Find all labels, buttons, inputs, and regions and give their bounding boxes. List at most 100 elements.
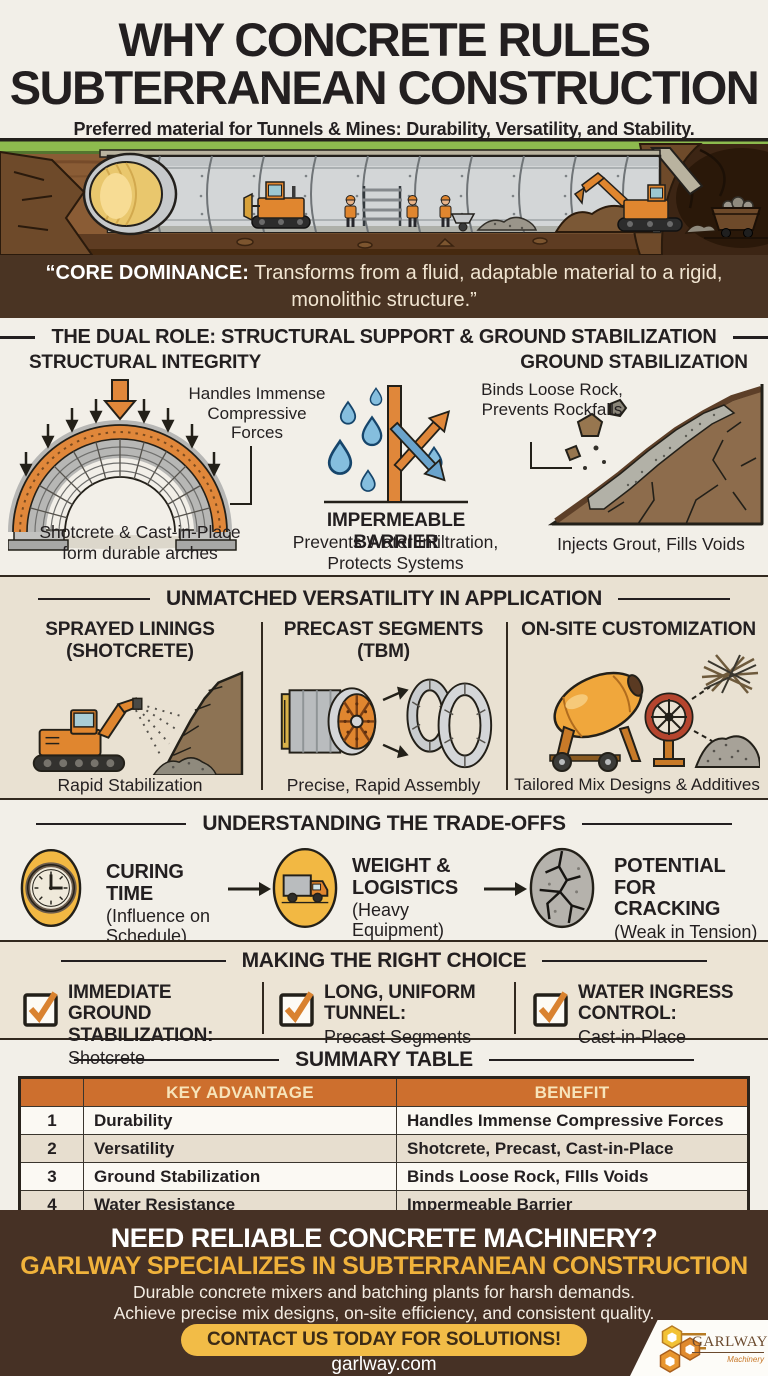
shotcrete-caption: Rapid Stabilization	[57, 775, 203, 795]
summary-table: KEY ADVANTAGE BENEFIT 1 Durability Handl…	[18, 1076, 750, 1221]
versatility-heading-row: UNMATCHED VERSATILITY IN APPLICATION	[0, 577, 768, 611]
choices-heading: MAKING THE RIGHT CHOICE	[241, 949, 527, 972]
footer-body-line1: Durable concrete mixers and batching pla…	[133, 1282, 635, 1302]
barrier-caption: Prevents Water Infiltration, Protects Sy…	[292, 532, 499, 573]
tunnel-cross-section-illustration	[0, 138, 768, 255]
section-summary: SUMMARY TABLE KEY ADVANTAGE BENEFIT 1 Du…	[0, 1040, 768, 1221]
clock-icon	[20, 849, 82, 927]
divider-line	[581, 822, 732, 826]
precast-segments-title: PRECAST SEGMENTS (TBM)	[283, 619, 484, 662]
quote-text: “CORE DOMINANCE: Transforms from a fluid…	[44, 260, 724, 313]
column-divider	[262, 982, 264, 1034]
page-title-line1: WHY CONCRETE RULES	[118, 13, 651, 66]
divider-line	[36, 822, 187, 826]
water-drop-icon	[327, 387, 443, 492]
worker-figure	[344, 195, 357, 227]
binds-rock-callout: Binds Loose Rock, Prevents Rockfalls	[481, 380, 623, 419]
concrete-arch-illustration	[8, 379, 237, 551]
section-tradeoffs: UNDERSTANDING THE TRADE-OFFS CURING TIME…	[0, 800, 768, 946]
logo-wordmark: GARLWAY	[692, 1334, 768, 1353]
precast-caption: Precise, Rapid Assembly	[286, 775, 481, 795]
tradeoffs-heading: UNDERSTANDING THE TRADE-OFFS	[202, 812, 566, 835]
header-index	[19, 1077, 84, 1107]
page-title-line2: SUBTERRANEAN CONSTRUCTION	[9, 60, 760, 114]
contact-cta-button[interactable]: CONTACT US TODAY FOR SOLUTIONS!	[180, 1324, 588, 1356]
website-url[interactable]: garlway.com	[331, 1354, 437, 1375]
worker-figure	[439, 195, 452, 227]
honeycomb-logo-icon	[659, 1325, 706, 1373]
tradeoffs-heading-row: UNDERSTANDING THE TRADE-OFFS	[0, 812, 768, 836]
compressive-forces-callout: Handles Immense Compressive Forces	[188, 384, 326, 443]
versatility-heading: UNMATCHED VERSATILITY IN APPLICATION	[165, 587, 603, 610]
arch-caption: Shotcrete & Cast-in-Place form durable a…	[39, 522, 241, 563]
choice-shotcrete: IMMEDIATE GROUND STABILIZATION: Shotcret…	[68, 982, 214, 1068]
choice-precast: LONG, UNIFORM TUNNEL: Precast Segments	[324, 982, 476, 1047]
tradeoff-cracking: POTENTIAL FOR CRACKING (Weak in Tension)	[614, 855, 758, 942]
checkbox-checked-icon	[23, 991, 58, 1027]
section-choices: MAKING THE RIGHT CHOICE IMMEDIATE GROUND…	[0, 940, 768, 1068]
checkbox-checked-icon	[533, 991, 568, 1027]
footer: NEED RELIABLE CONCRETE MACHINERY? GARLWA…	[0, 1210, 768, 1376]
quote-banner: “CORE DOMINANCE: Transforms from a fluid…	[0, 255, 768, 318]
footer-subheadline: GARLWAY SPECIALIZES IN SUBTERRANEAN CONS…	[20, 1252, 748, 1280]
excavator-illustration	[573, 172, 683, 232]
page-subtitle: Preferred material for Tunnels & Mines: …	[73, 118, 695, 139]
divider-line	[74, 1058, 280, 1062]
customization-caption: Tailored Mix Designs & Additives	[514, 775, 760, 794]
divider-line	[488, 1058, 694, 1062]
onsite-customization-title: ON-SITE CUSTOMIZATION	[521, 619, 756, 640]
bulldozer-illustration	[243, 181, 311, 229]
dual-role-heading: THE DUAL ROLE: STRUCTURAL SUPPORT & GROU…	[51, 326, 717, 348]
quote-lead: “CORE DOMINANCE:	[45, 262, 249, 285]
cracked-concrete-icon	[529, 847, 595, 929]
divider-line	[37, 597, 150, 601]
column-divider	[514, 982, 516, 1034]
table-header-row: KEY ADVANTAGE BENEFIT	[19, 1077, 749, 1107]
tradeoff-curing-time: CURING TIME (Influence on Schedule)	[106, 861, 211, 947]
table-row: 3 Ground Stabilization Binds Loose Rock,…	[19, 1162, 749, 1191]
callout-connector	[230, 446, 252, 505]
grouted-rock-illustration	[547, 384, 764, 526]
grout-caption: Injects Grout, Fills Voids	[557, 534, 745, 554]
header-benefit: BENEFIT	[396, 1077, 749, 1107]
impermeable-barrier-illustration	[324, 385, 468, 504]
worker-figure	[406, 195, 419, 227]
ground-stabilization-title: GROUND STABILIZATION	[520, 352, 748, 373]
mine-cart-illustration	[704, 196, 768, 239]
logo-tagline: Machinery	[727, 1355, 764, 1364]
deflected-arrow-down	[389, 421, 446, 482]
divider-line	[60, 959, 226, 963]
truck-icon	[272, 847, 338, 929]
main-load-arrow	[102, 379, 138, 421]
divider-line	[0, 336, 36, 339]
choice-cast-in-place: WATER INGRESS CONTROL: Cast-in-Place	[578, 982, 734, 1047]
compressive-force-arrows	[19, 399, 221, 477]
structural-integrity-title: STRUCTURAL INTEGRITY	[28, 352, 262, 373]
concrete-mixer-illustration	[549, 654, 760, 772]
quote-body: Transforms from a fluid, adaptable mater…	[254, 262, 723, 311]
column-divider	[261, 622, 263, 790]
sprayed-linings-title: SPRAYED LININGS (SHOTCRETE)	[45, 619, 215, 662]
callout-connector	[530, 442, 572, 469]
checkbox-checked-icon	[279, 991, 314, 1027]
cta-row: CONTACT US TODAY FOR SOLUTIONS!	[0, 1324, 768, 1356]
footer-headline: NEED RELIABLE CONCRETE MACHINERY?	[110, 1223, 658, 1253]
table-row: 2 Versatility Shotcrete, Precast, Cast-i…	[19, 1134, 749, 1163]
divider-line	[732, 336, 768, 339]
divider-line	[542, 959, 708, 963]
tbm-segments-illustration	[280, 678, 493, 769]
divider-line	[618, 597, 731, 601]
table-row: 1 Durability Handles Immense Compressive…	[19, 1106, 749, 1135]
header: WHY CONCRETE RULES SUBTERRANEAN CONSTRUC…	[0, 0, 768, 139]
shotcrete-excavator-illustration	[32, 671, 244, 775]
column-divider	[506, 622, 508, 790]
section-dual-role: THE DUAL ROLE: STRUCTURAL SUPPORT & GROU…	[0, 318, 768, 575]
arrow-right-icon	[228, 882, 271, 896]
impermeable-barrier-title: IMPERMEABLE BARRIER	[326, 510, 466, 553]
footer-body-line2: Achieve precise mix designs, on-site eff…	[113, 1303, 655, 1323]
choices-heading-row: MAKING THE RIGHT CHOICE	[0, 942, 768, 973]
section-versatility: UNMATCHED VERSATILITY IN APPLICATION SPR…	[0, 575, 768, 800]
summary-heading-row: SUMMARY TABLE	[0, 1048, 768, 1072]
arrow-right-icon	[484, 882, 527, 896]
